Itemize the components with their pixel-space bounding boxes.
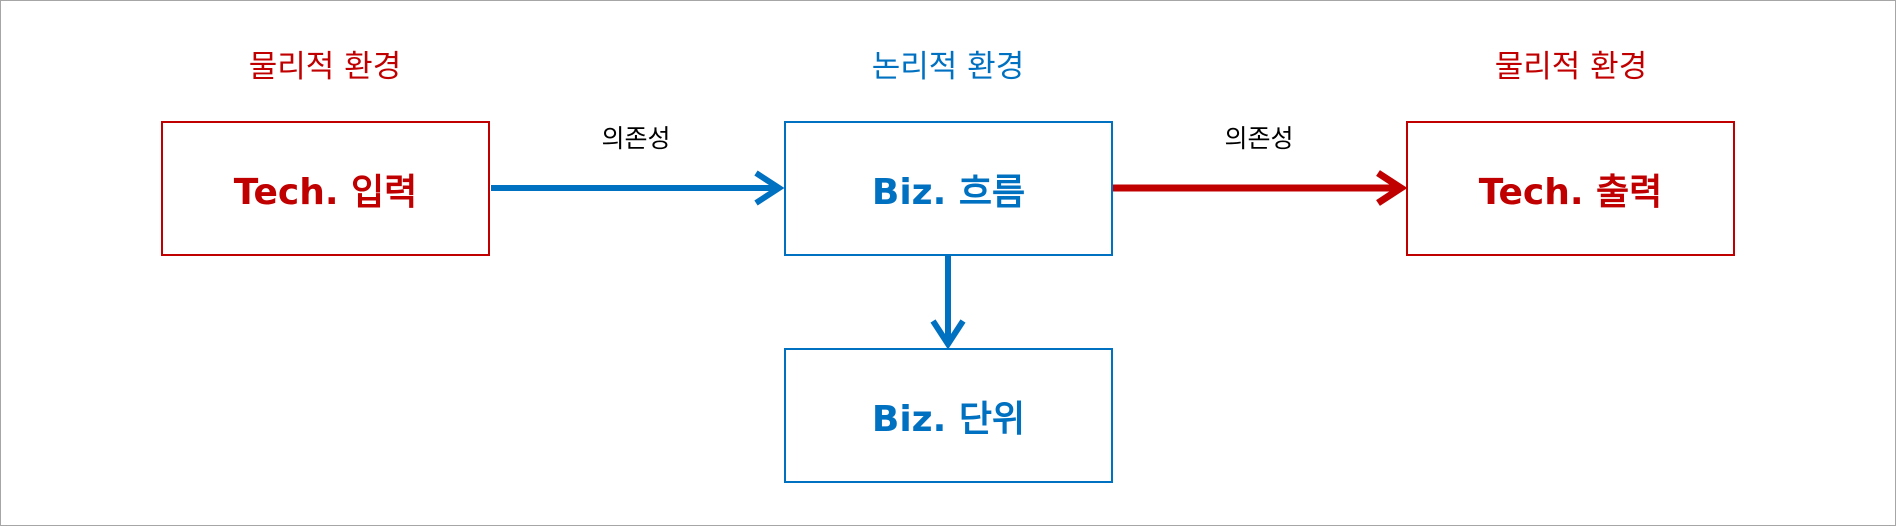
arrow-flow-to-output	[1113, 170, 1408, 206]
tech-input-label: Tech. 입력	[233, 171, 418, 213]
biz-flow-box: Biz. 흐름	[784, 121, 1113, 256]
arrow-input-to-flow	[491, 170, 785, 206]
biz-unit-label: Biz. 단위	[871, 398, 1026, 440]
arrow-flow-to-unit	[930, 256, 966, 350]
dependency-label-left: 의존성	[601, 124, 671, 153]
dependency-label-right: 의존성	[1224, 124, 1294, 153]
env-label-physical-left: 물리적 환경	[248, 49, 402, 85]
biz-flow-label: Biz. 흐름	[871, 171, 1026, 213]
tech-input-box: Tech. 입력	[161, 121, 490, 256]
tech-output-box: Tech. 출력	[1406, 121, 1735, 256]
env-label-logical: 논리적 환경	[871, 49, 1025, 85]
tech-output-label: Tech. 출력	[1478, 171, 1663, 213]
biz-unit-box: Biz. 단위	[784, 348, 1113, 483]
env-label-physical-right: 물리적 환경	[1494, 49, 1648, 85]
